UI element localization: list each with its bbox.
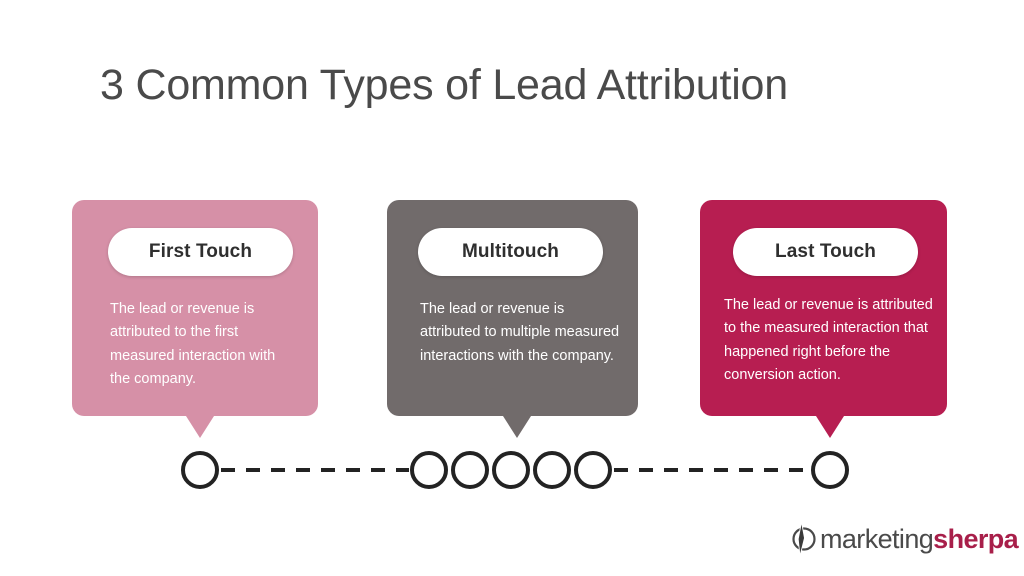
card-first-touch: First Touch The lead or revenue is attri… xyxy=(72,200,318,438)
timeline-node-multitouch xyxy=(451,451,489,489)
page-title: 3 Common Types of Lead Attribution xyxy=(100,61,788,109)
card-first-touch-pointer xyxy=(186,416,214,438)
timeline-node-multitouch xyxy=(410,451,448,489)
card-last-touch: Last Touch The lead or revenue is attrib… xyxy=(700,200,947,438)
attribution-timeline xyxy=(0,442,1024,502)
timeline-node-last-touch xyxy=(811,451,849,489)
card-last-touch-description: The lead or revenue is attributed to the… xyxy=(724,297,933,384)
card-last-touch-label: Last Touch xyxy=(775,241,876,262)
card-first-touch-pill: First Touch xyxy=(108,228,293,276)
timeline-node-multitouch xyxy=(533,451,571,489)
logo-word-sherpa: sherpa xyxy=(933,523,1019,554)
card-last-touch-pill: Last Touch xyxy=(733,228,918,276)
card-multitouch-pill: Multitouch xyxy=(418,228,603,276)
timeline-connector-left xyxy=(221,468,409,472)
card-multitouch-label: Multitouch xyxy=(461,241,560,262)
card-first-touch-description: The lead or revenue is attributed to the… xyxy=(110,301,276,388)
timeline-node-multitouch xyxy=(574,451,612,489)
card-multitouch-description: The lead or revenue is attributed to mul… xyxy=(420,301,620,364)
logo-word-marketing: marketing xyxy=(820,523,934,554)
card-multitouch: Multitouch The lead or revenue is attrib… xyxy=(387,200,638,438)
card-last-touch-pointer xyxy=(816,416,844,438)
timeline-node-multitouch xyxy=(492,451,530,489)
compass-needle-icon xyxy=(792,522,816,556)
timeline-connector-right xyxy=(614,468,812,472)
card-multitouch-pointer xyxy=(503,416,531,438)
card-first-touch-label: First Touch xyxy=(148,241,253,262)
timeline-node-first-touch xyxy=(181,451,219,489)
marketingsherpa-logo: marketing sherpa xyxy=(788,519,1019,559)
